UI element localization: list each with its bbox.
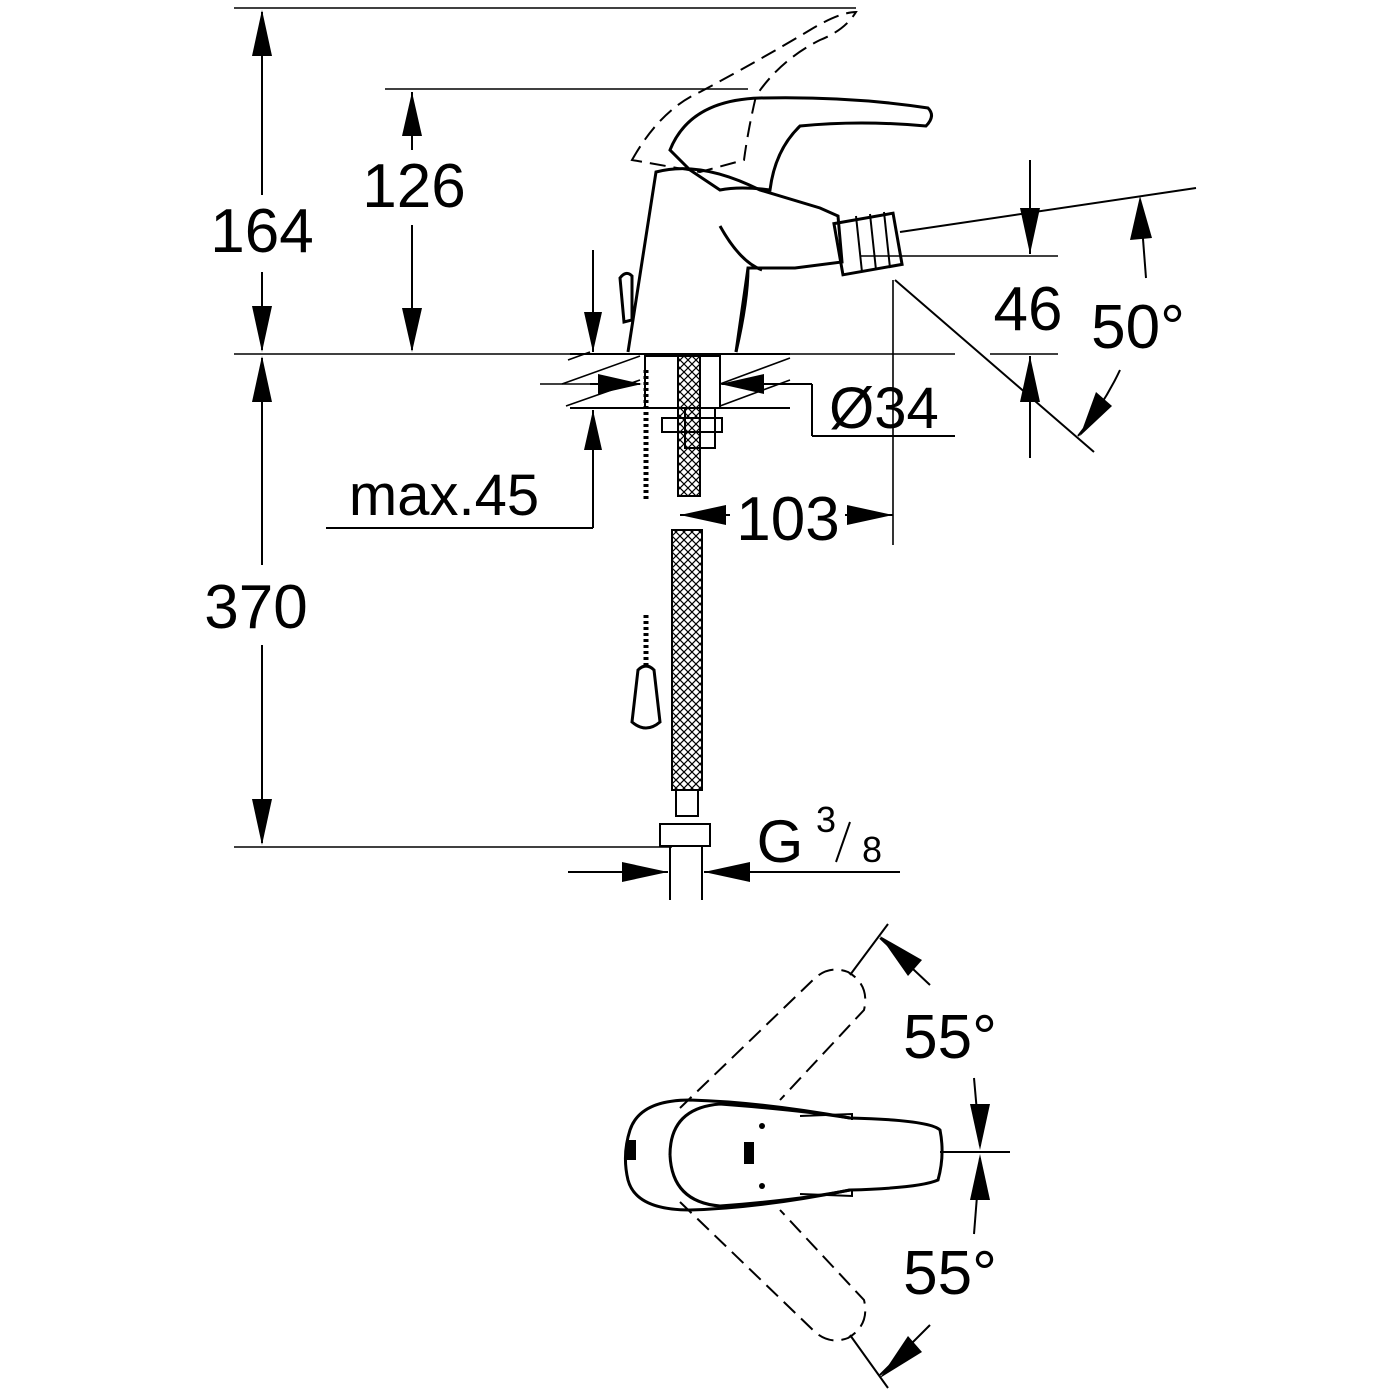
dim-max-deck: max.45 bbox=[326, 250, 602, 529]
dim-lever-height: 126 bbox=[362, 92, 466, 352]
dim-thread-denominator: 8 bbox=[862, 829, 882, 870]
dim-total-height-label: 164 bbox=[210, 197, 313, 266]
dim-hose-length-label: 370 bbox=[204, 573, 307, 642]
dim-spout-angle-label: 50° bbox=[1091, 293, 1185, 362]
dim-angle-upper: 55° bbox=[849, 923, 997, 1150]
faucet-body bbox=[618, 10, 933, 353]
popup-chain bbox=[630, 370, 662, 730]
dim-hole-diameter-label: Ø34 bbox=[829, 376, 939, 441]
dim-hole-diameter: Ø34 bbox=[590, 374, 955, 441]
dim-angle-lower-label: 55° bbox=[903, 1239, 997, 1308]
side-view: 164 126 370 max.45 bbox=[204, 7, 1197, 900]
dim-spout-height-label: 46 bbox=[994, 275, 1063, 344]
supply-hose bbox=[659, 355, 711, 900]
dim-lever-height-label: 126 bbox=[362, 152, 465, 221]
dim-angle-upper-label: 55° bbox=[903, 1003, 997, 1072]
dim-max-deck-label: max.45 bbox=[349, 463, 539, 528]
dim-spout-height: 46 bbox=[994, 160, 1063, 458]
dim-hose-length: 370 bbox=[204, 356, 308, 845]
dim-thread: G 3 8 bbox=[568, 799, 900, 882]
deck-section bbox=[540, 351, 791, 449]
dim-spout-reach: 103 bbox=[680, 485, 893, 554]
top-view-body bbox=[623, 968, 1010, 1342]
top-view: 55° 55° bbox=[623, 923, 1010, 1389]
dim-thread-numerator: 3 bbox=[816, 799, 836, 840]
dim-thread-label: G bbox=[757, 808, 804, 875]
dim-total-height: 164 bbox=[210, 10, 314, 352]
dim-angle-lower: 55° bbox=[849, 1154, 997, 1389]
dim-spout-reach-label: 103 bbox=[736, 485, 839, 554]
dim-spout-angle: 50° bbox=[894, 187, 1197, 453]
